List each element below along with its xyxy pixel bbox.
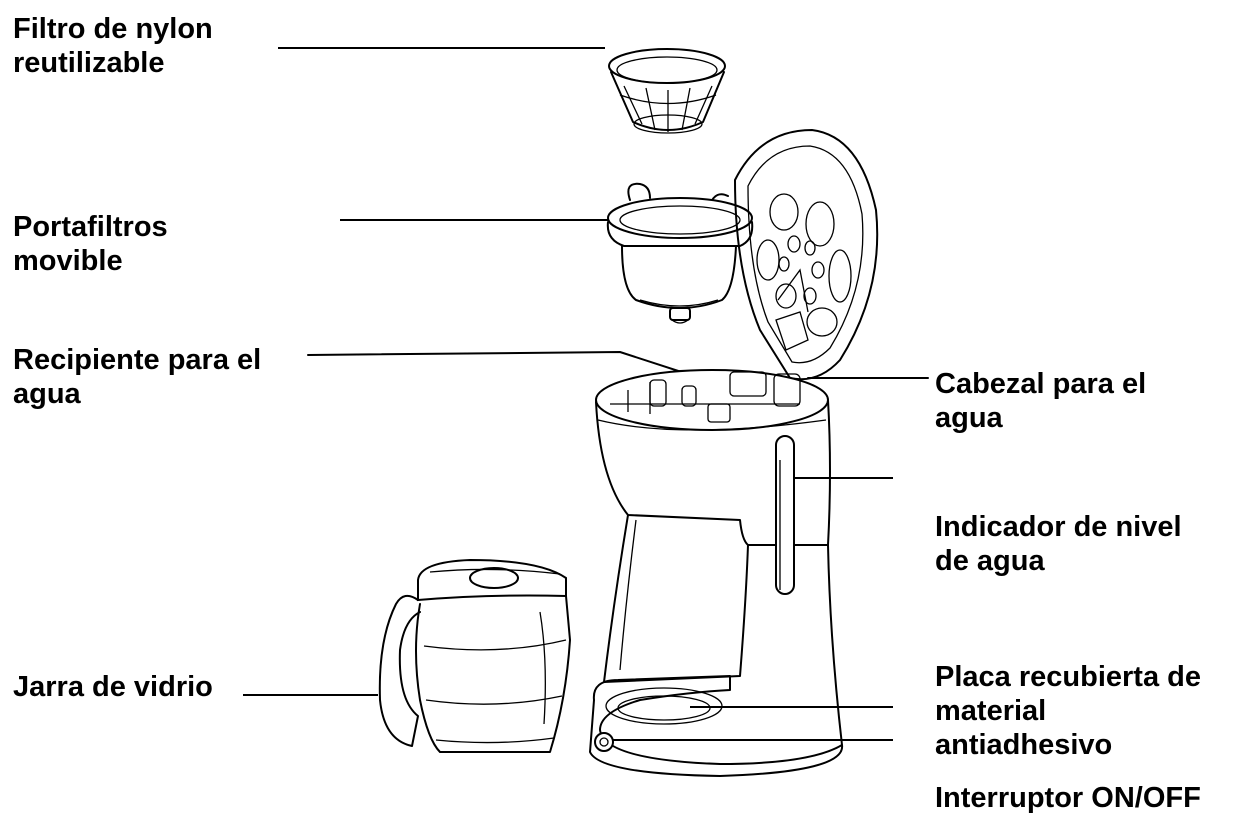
- lid-drawing: [734, 129, 879, 381]
- glass-carafe-drawing: [378, 558, 571, 753]
- machine-body-drawing: [589, 369, 844, 777]
- label-warming-plate: Placa recubierta de material antiadhesiv…: [935, 661, 1201, 761]
- label-power-switch: Interruptor ON/OFF: [935, 782, 1201, 814]
- label-glass-carafe: Jarra de vidrio: [13, 671, 213, 703]
- label-filter-holder: Portafiltros movible: [13, 211, 168, 277]
- label-water-head: Cabezal para el agua: [935, 368, 1147, 434]
- leader-lines: [243, 47, 929, 741]
- label-nylon-filter: Filtro de nylon reutilizable: [13, 13, 213, 79]
- label-water-tank: Recipiente para el agua: [13, 344, 262, 410]
- filter-holder-drawing: [606, 182, 754, 324]
- leader-water-tank: [307, 351, 701, 379]
- nylon-filter-drawing: [608, 48, 726, 134]
- label-water-level: Indicador de nivel de agua: [935, 511, 1182, 577]
